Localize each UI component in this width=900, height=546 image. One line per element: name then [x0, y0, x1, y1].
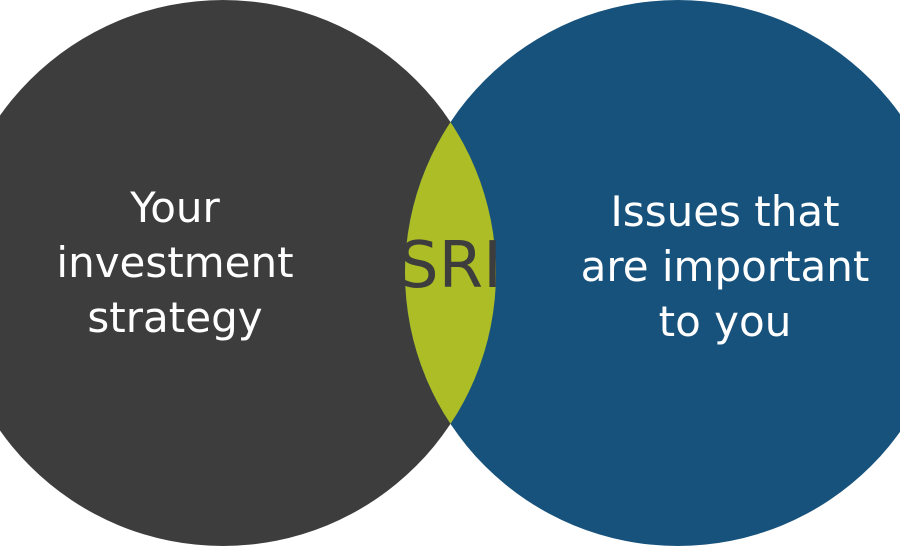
left-label-line: investment	[56, 238, 294, 287]
right-circle	[405, 0, 900, 546]
left-circle-label: Your investment strategy	[25, 180, 325, 345]
left-label-line: strategy	[87, 293, 263, 342]
left-circle	[0, 0, 496, 546]
right-label-line: to you	[658, 297, 792, 346]
intersection-label: SRI	[398, 229, 502, 303]
right-label-line: are important	[580, 242, 870, 291]
left-label-line: Your	[130, 183, 220, 232]
right-circle-label: Issues that are important to you	[560, 184, 890, 349]
right-label-line: Issues that	[610, 187, 840, 236]
